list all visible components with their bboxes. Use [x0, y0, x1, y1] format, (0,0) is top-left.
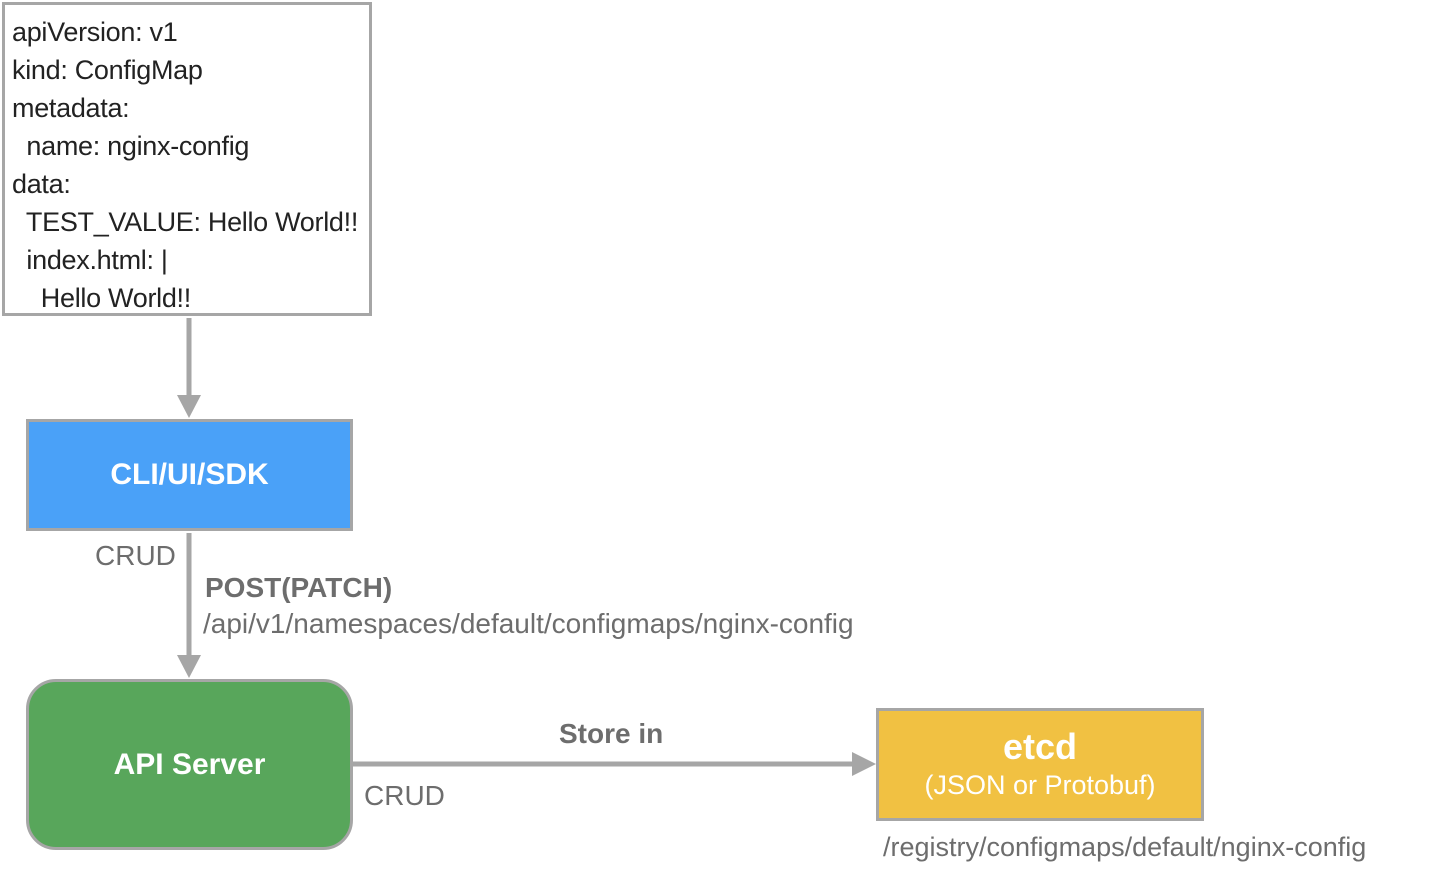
yaml-line: kind: ConfigMap — [12, 55, 203, 85]
yaml-line: name: nginx-config — [12, 131, 250, 161]
yaml-line: metadata: — [12, 93, 130, 123]
arrowhead-yaml-to-cli — [177, 395, 201, 418]
yaml-line: Hello World!! — [12, 283, 191, 313]
yaml-line: index.html: | — [12, 245, 168, 275]
yaml-line: apiVersion: v1 — [12, 17, 178, 47]
etcd-format-label: (JSON or Protobuf) — [924, 769, 1156, 800]
configmap-yaml-box: apiVersion: v1 kind: ConfigMap metadata:… — [2, 2, 372, 316]
cli-ui-sdk-label: CLI/UI/SDK — [110, 458, 269, 491]
api-server-box: API Server — [26, 679, 353, 850]
yaml-line: TEST_VALUE: Hello World!! — [12, 207, 359, 237]
api-server-label: API Server — [113, 747, 266, 781]
request-path-label: /api/v1/namespaces/default/configmaps/ng… — [203, 608, 854, 639]
cli-ui-sdk-box: CLI/UI/SDK — [26, 419, 353, 531]
etcd-title: etcd — [1002, 725, 1078, 767]
api-crud-label: CRUD — [364, 780, 445, 811]
yaml-line: data: — [12, 169, 71, 199]
arrowhead-api-to-etcd — [852, 752, 876, 776]
cli-crud-label: CRUD — [95, 540, 176, 571]
etcd-registry-path: /registry/configmaps/default/nginx-confi… — [883, 832, 1367, 862]
store-in-label: Store in — [559, 718, 664, 749]
etcd-box: etcd (JSON or Protobuf) — [876, 708, 1204, 821]
request-method-label: POST(PATCH) — [205, 572, 393, 603]
arrowhead-cli-to-api — [177, 655, 201, 678]
